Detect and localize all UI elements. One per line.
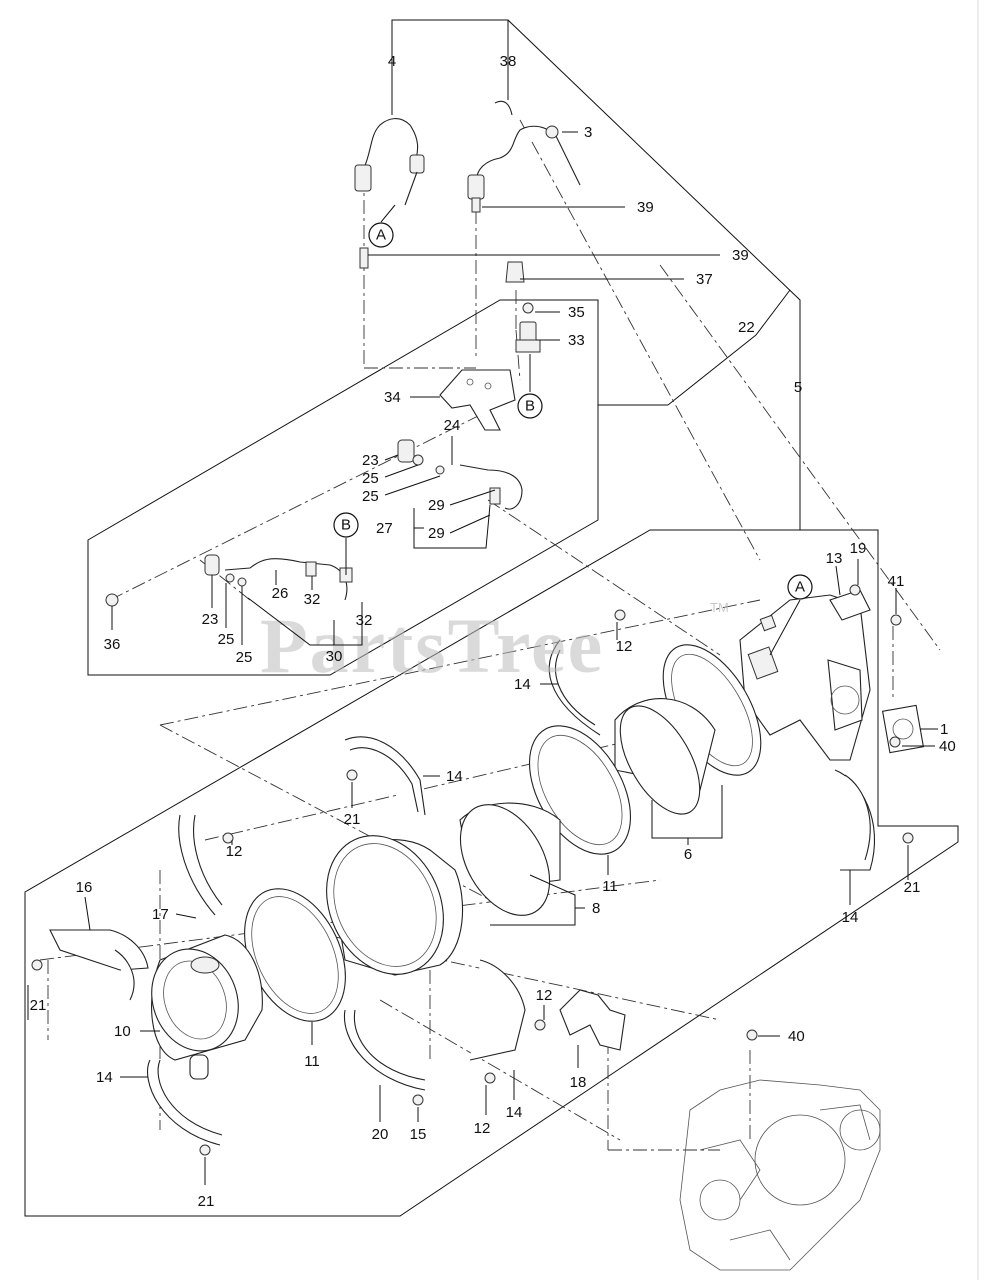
lower-assembly-frame: [24, 529, 959, 1217]
label-33: 33: [568, 332, 585, 349]
label-29-a: 29: [428, 497, 445, 514]
callout-B-left: B: [333, 512, 359, 575]
label-21-a: 21: [344, 811, 361, 828]
label-12-b: 12: [226, 843, 243, 860]
label-20: 12: [474, 1120, 491, 1137]
label-11-a: 11: [602, 878, 618, 895]
leader-22c: [755, 289, 791, 336]
label-11-b: 11: [304, 1053, 320, 1070]
label-3: 3: [584, 124, 592, 141]
label-35: 35: [568, 304, 585, 321]
callout-A-top-text: A: [376, 227, 386, 244]
label-36: 36: [104, 636, 121, 653]
label-leaders: [27, 76, 938, 1185]
callout-A-right: A: [769, 574, 813, 656]
label-21-c: 15: [410, 1126, 427, 1143]
label-8: 8: [592, 900, 600, 917]
label-40-b: 40: [788, 1028, 805, 1045]
label-16: 16: [76, 879, 93, 896]
label-32-a: 32: [304, 591, 321, 608]
label-1: 1: [940, 721, 948, 738]
label-37: 37: [696, 271, 713, 288]
label-25-c: 25: [218, 631, 235, 648]
watermark-tm: TM: [710, 600, 729, 615]
label-38: 38: [500, 53, 517, 70]
label-17: 17: [152, 906, 169, 923]
label-4: 4: [388, 53, 396, 70]
label-41: 41: [888, 573, 905, 590]
label-12-d: 21: [904, 879, 921, 896]
label-12-c: 12: [536, 987, 553, 1004]
label-23-b: 23: [202, 611, 219, 628]
label-13: 13: [826, 550, 843, 567]
sensor-harness-3: [467, 100, 581, 283]
label-23-a: 23: [362, 452, 379, 469]
engine-housing: [679, 1079, 881, 1271]
callout-A-top: A: [368, 204, 396, 248]
label-39-b: 39: [732, 247, 749, 264]
label-40-a: 40: [939, 738, 956, 755]
callout-A-right-text: A: [795, 579, 805, 596]
muffler-assembly: [31, 584, 925, 1156]
label-25-a: 25: [362, 470, 379, 487]
label-21-b: 21: [30, 997, 47, 1014]
label-14-d: 14: [842, 909, 859, 926]
callout-B-left-text: B: [341, 517, 351, 534]
label-10: 10: [114, 1023, 131, 1040]
label-5: 5: [794, 379, 802, 396]
label-25-b: 25: [362, 488, 379, 505]
label-14-e: 20: [372, 1126, 389, 1143]
label-14-c: 14: [96, 1069, 113, 1086]
top-bracket-4-38: [391, 19, 509, 76]
subassembly-parts: [105, 302, 541, 607]
label-25-d: 25: [236, 649, 253, 666]
label-18: 18: [570, 1074, 587, 1091]
callout-B-mid-text: B: [525, 398, 535, 415]
label-30: 30: [326, 648, 343, 665]
label-21-d: 21: [198, 1193, 215, 1210]
label-19: 19: [850, 540, 867, 557]
label-24: 24: [444, 417, 461, 434]
label-15: 14: [506, 1104, 523, 1121]
label-29-b: 29: [428, 525, 445, 542]
label-14-a: 14: [514, 676, 531, 693]
leader-22b: [667, 334, 757, 406]
callout-B-mid: B: [517, 354, 543, 419]
sensor-harness-4: [354, 118, 425, 269]
label-39-a: 39: [637, 199, 654, 216]
part-labels: 4 38 3 39 39 37 35 33 22 5 34 24 23 25 2…: [30, 53, 956, 1210]
label-14-b: 14: [446, 768, 463, 785]
label-27: 27: [376, 520, 393, 537]
label-22: 22: [738, 319, 755, 336]
label-34: 34: [384, 389, 401, 406]
label-26: 26: [272, 585, 289, 602]
label-6: 6: [684, 846, 692, 863]
label-12-a: 12: [616, 638, 633, 655]
main-frame-line: [507, 19, 801, 530]
label-32-b: 32: [356, 612, 373, 629]
